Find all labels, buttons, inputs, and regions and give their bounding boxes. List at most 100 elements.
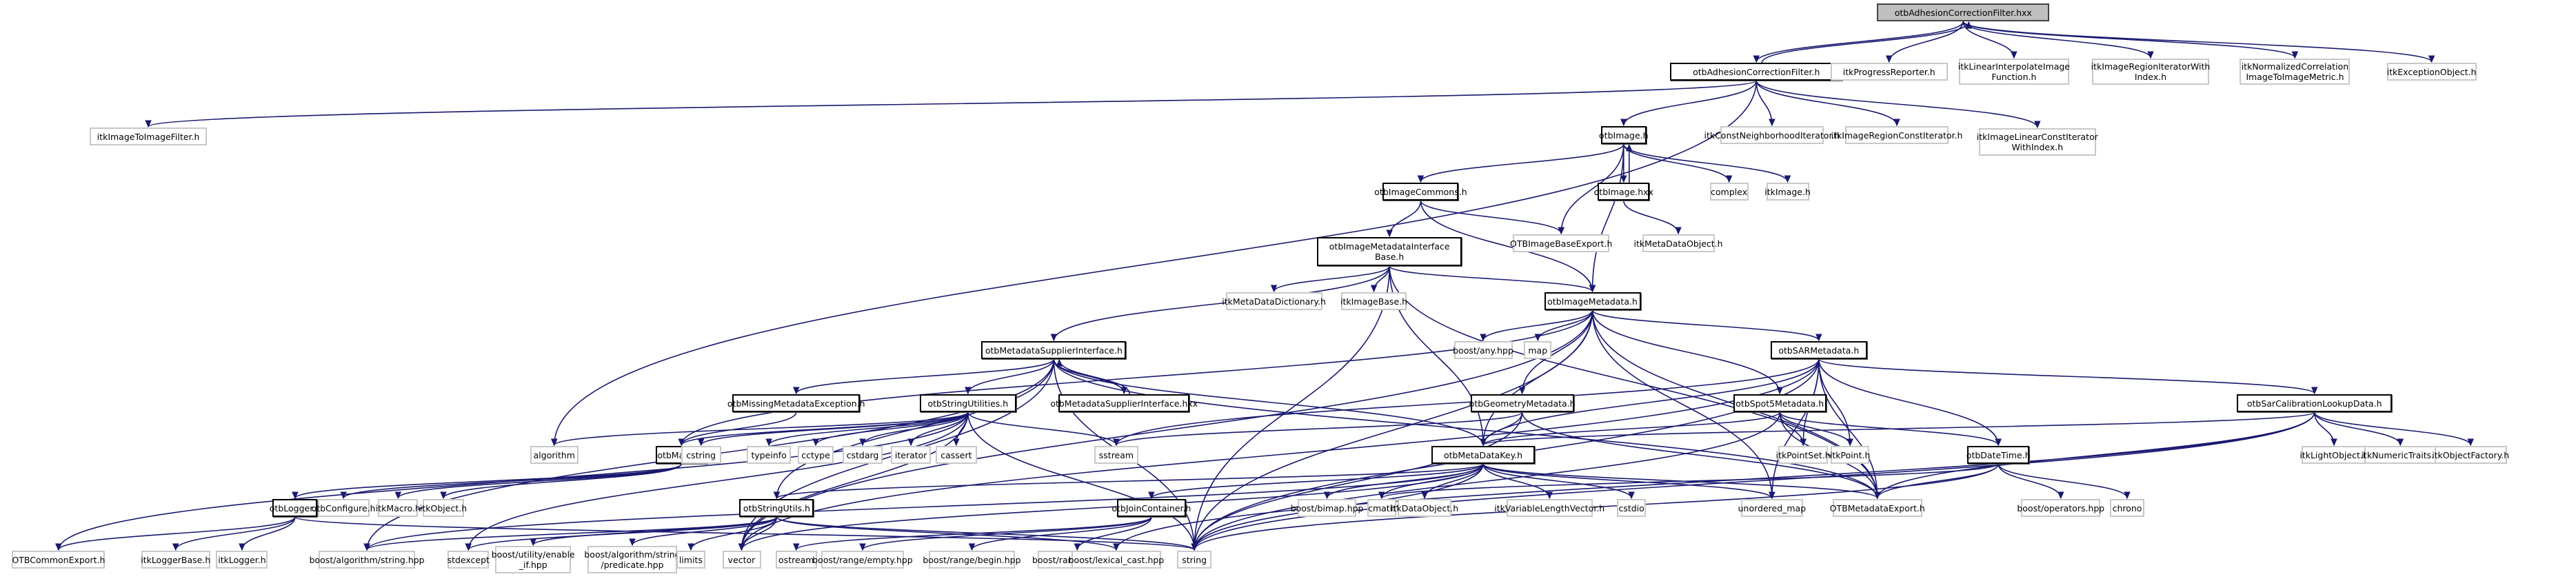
node-datetime[interactable]: otbDateTime.h (1966, 446, 2031, 464)
arrowhead-icon (1148, 491, 1155, 500)
edge-mdkey-to-join (1151, 463, 1484, 499)
edge-imgcommons-to-imdib (1389, 200, 1422, 237)
arrowhead-icon (1725, 175, 1733, 183)
edge-macro-to-configure (343, 463, 683, 499)
arrowhead-icon (1480, 334, 1487, 342)
edge-imgmd-to-sarmd (1591, 309, 1820, 341)
node-strutil[interactable]: otbStringUtilities.h (919, 394, 1016, 412)
arrowhead-icon (1417, 175, 1425, 183)
edge-strutil-to-cstdarg (862, 411, 969, 446)
node-objfactory: itkObjectFactory.h (2432, 446, 2509, 464)
node-configure: otbConfigure.h (312, 499, 376, 517)
edge-sarmd-to-sarcal (1818, 358, 2315, 394)
node-otbimage[interactable]: otbImage.h (1599, 126, 1649, 144)
node-lightobj: itkLightObject.h (2300, 446, 2368, 464)
node-mdkey[interactable]: otbMetaDataKey.h (1431, 446, 1536, 464)
arrowhead-icon (2467, 438, 2474, 447)
edge-otbimage-to-complex (1623, 143, 1730, 183)
node-loggerbase: itkLoggerBase.h (141, 551, 210, 569)
arrowhead-icon (792, 543, 800, 551)
node-stdexcept: stdexcept (447, 551, 490, 569)
edge-sarcal-to-mdexport (1876, 411, 2315, 499)
node-msi[interactable]: otbMetadataSupplierInterface.h (981, 341, 1127, 359)
edge-geommd-to-sstream (1116, 411, 1523, 446)
node-imgcommons[interactable]: otbImageCommons.h (1374, 183, 1467, 201)
node-root[interactable]: otbAdhesionCorrectionFilter.hxx (1877, 3, 2050, 21)
edge-missing-to-macro (681, 411, 797, 446)
node-imgmd[interactable]: otbImageMetadata.h (1544, 292, 1641, 310)
edge-imgcommons-to-imgmd (1420, 200, 1593, 292)
node-vector: vector (722, 551, 761, 569)
node-regconst: itkImageRegionConstIterator.h (1831, 126, 1962, 144)
edge-sarcal-to-string (1194, 411, 2315, 551)
edge-acf_h-to-otbimage (1623, 80, 1758, 126)
node-exception: itkExceptionObject.h (2386, 63, 2477, 81)
edge-acf_h-to-im2im (148, 80, 1758, 128)
node-dataobj: itkDataObject.h (1391, 499, 1458, 517)
arrowhead-icon (1050, 334, 1058, 342)
node-msihxx[interactable]: otbMetadataSupplierInterface.hxx (1050, 394, 1198, 412)
arrowhead-icon (1995, 438, 2002, 447)
arrowhead-icon (1558, 227, 1565, 235)
edge-datetime-to-operators (1998, 463, 2062, 499)
arrowhead-icon (1893, 119, 1900, 127)
edge-otbimage-to-imgcommons (1420, 143, 1624, 183)
node-missing[interactable]: otbMissingMetadataException.h (727, 394, 865, 412)
node-ostream: ostream (775, 551, 817, 569)
node-sarmd[interactable]: otbSARMetadata.h (1770, 341, 1867, 359)
arrowhead-icon (1323, 491, 1331, 500)
edge-msi-to-strutil (967, 358, 1055, 394)
node-operators: boost/operators.hpp (2017, 499, 2104, 517)
node-imdib[interactable]: otbImageMetadataInterface Base.h (1317, 237, 1462, 266)
arrowhead-icon (2034, 121, 2041, 129)
node-umap: unordered_map (1738, 499, 1806, 517)
edge-logger-to-string (294, 516, 1195, 551)
edge-macro-to-itkobject (443, 463, 683, 499)
node-spot5[interactable]: otbSpot5Metadata.h (1733, 394, 1827, 412)
node-geommd[interactable]: otbGeometryMetadata.h (1469, 394, 1576, 412)
arrowhead-icon (629, 538, 636, 547)
edge-sarcal-to-numtraits (2313, 411, 2402, 446)
node-cctype: cctype (798, 446, 834, 464)
edge-strutil-to-stdexcept (467, 411, 969, 551)
arrowhead-icon (2147, 51, 2154, 59)
arrowhead-icon (1628, 491, 1635, 500)
arrowhead-icon (363, 543, 370, 551)
node-acf_h[interactable]: otbAdhesionCorrectionFilter.h (1670, 63, 1843, 81)
arrowhead-icon (792, 387, 800, 395)
arrowhead-icon (1589, 285, 1596, 293)
arrowhead-icon (812, 438, 819, 447)
edge-sarcal-to-mdkey (1482, 411, 2315, 446)
edge-strutil-to-string (967, 411, 1195, 551)
node-linconst: itkImageLinearConstIterator WithIndex.h (1977, 128, 2098, 156)
node-strutils[interactable]: otbStringUtils.h (739, 499, 814, 517)
node-imagehxx[interactable]: otbImage.hxx (1594, 183, 1653, 201)
node-rempty: boost/range/empty.hpp (812, 551, 913, 569)
edge-geommd-to-mdexport (1521, 411, 1878, 499)
node-sstream: sstream (1094, 446, 1138, 464)
arrowhead-icon (2428, 55, 2435, 63)
node-join[interactable]: otbJoinContainer.h (1111, 499, 1191, 517)
edge-strutils-to-limits (690, 516, 778, 551)
arrowhead-icon (145, 120, 152, 128)
node-sarcal[interactable]: otbSarCalibrationLookupData.h (2237, 394, 2393, 412)
arrowhead-icon (1815, 334, 1822, 342)
arrowhead-icon (1873, 491, 1881, 500)
edge-mdkey-to-vector (741, 463, 1484, 551)
arrowhead-icon (765, 438, 772, 447)
node-logger[interactable]: otbLogger.h (270, 499, 321, 517)
edge-imgmd-to-umap (1591, 309, 1773, 499)
arrowhead-icon (465, 543, 472, 551)
edge-imagehxx-to-metadataobj (1623, 200, 1679, 234)
arrowhead-icon (1620, 119, 1627, 127)
edge-mdkey-to-algostr (366, 463, 1484, 551)
arrowhead-icon (2011, 51, 2017, 59)
edge-imgmd-to-geommd (1521, 309, 1593, 394)
arrowhead-icon (1534, 334, 1542, 342)
node-string: string (1177, 551, 1212, 569)
arrowhead-icon (1784, 175, 1791, 183)
node-im2im: itkImageToImageFilter.h (90, 128, 208, 145)
edge-strutil-to-macro (681, 411, 969, 446)
edge-strutil-to-cstring (700, 411, 969, 446)
node-itkimage: itkImage.h (1764, 183, 1811, 201)
